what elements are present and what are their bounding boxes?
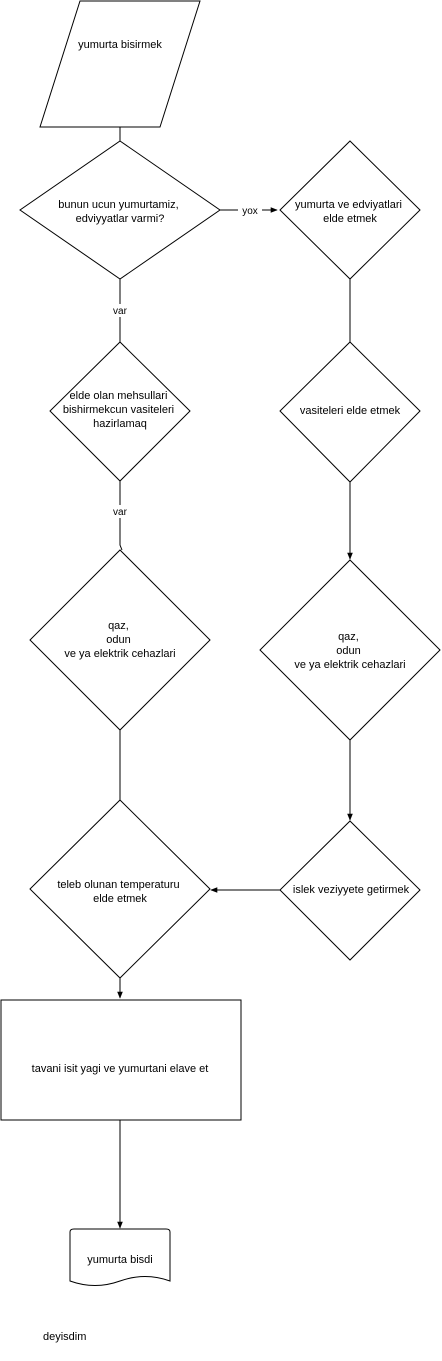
get-ingredients-label: yumurta ve edviyatlari elde etmek [295,199,405,225]
heat-source-right-diamond [259,559,441,741]
make-working-diamond [279,820,421,961]
edge-label-yes-1: var [113,306,128,317]
start-label: yumurta bisirmek [78,39,162,51]
get-tools-diamond [279,341,421,483]
end-document-shape [69,1228,171,1286]
get-temperature-diamond [29,799,211,979]
edge-label-no: yox [242,206,258,217]
make-working-label: islek veziyyete getirmek [293,884,410,896]
edge-label-yes-2: var [113,507,128,518]
edge-label-bg [108,304,132,317]
prepare-tools-label: elde olan mehsullari bishirmekcun vasite… [63,390,177,430]
heat-source-left-diamond [29,549,211,731]
edge-label-bg [238,204,262,217]
end-label: yumurta bisdi [87,1254,152,1266]
heat-source-left-label: qaz, odun ve ya elektrik cehazlari [64,620,175,660]
heat-source-right-label: qaz, odun ve ya elektrik cehazlari [294,631,405,671]
add-oil-eggs-box [0,999,242,1121]
prepare-tools-diamond [49,341,191,482]
get-ingredients-diamond [279,140,421,280]
check-ingredients-label: bunun ucun yumurtamiz, edviyyatlar varmi… [58,199,182,225]
check-ingredients-diamond [19,140,221,280]
get-temperature-label: teleb olunan temperaturu elde etmek [57,879,182,905]
footer-text: deyisdim [43,1331,86,1343]
get-tools-label: vasiteleri elde etmek [300,405,401,417]
add-oil-eggs-label: tavani isit yagi ve yumurtani elave et [32,1063,209,1075]
edge-label-bg [108,505,132,518]
start-parallelogram [39,0,201,128]
edge-prepare-to-heat-left [119,481,123,551]
